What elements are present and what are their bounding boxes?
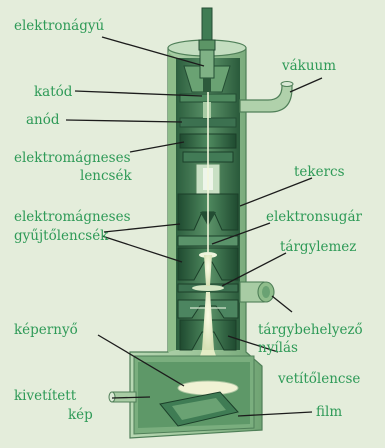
leader-coil (240, 178, 312, 206)
label-condenser-line2: gyűjtőlencsék (14, 228, 109, 244)
leader-anode (66, 120, 182, 122)
label-screen: képernyő (14, 322, 78, 338)
label-cathode: katód (34, 84, 73, 100)
label-projection-lens: vetítőlencse (277, 371, 360, 387)
label-vacuum: vákuum (281, 58, 336, 74)
label-image-line2: kép (68, 407, 93, 423)
label-coil: tekercs (294, 164, 345, 180)
label-condenser-line1: elektromágneses (14, 209, 131, 225)
label-electron-gun: elektronágyú (14, 18, 104, 34)
leader-port (272, 296, 292, 312)
label-film: film (316, 404, 342, 420)
label-image-line1: kivetített (14, 388, 77, 404)
label-port-line1: tárgybehelyező (258, 322, 363, 338)
label-anode: anód (26, 112, 60, 128)
label-specimen: tárgylemez (280, 239, 356, 255)
label-em-lens-line2: lencsék (80, 168, 132, 184)
label-em-lens-line1: elektromágneses (14, 150, 131, 166)
label-port-line2: nyílás (258, 340, 298, 356)
label-electron-beam: elektronsugár (266, 209, 362, 225)
leader-vacuum (290, 78, 322, 92)
specimen-port (240, 282, 274, 302)
vacuum-pipe (240, 82, 293, 113)
